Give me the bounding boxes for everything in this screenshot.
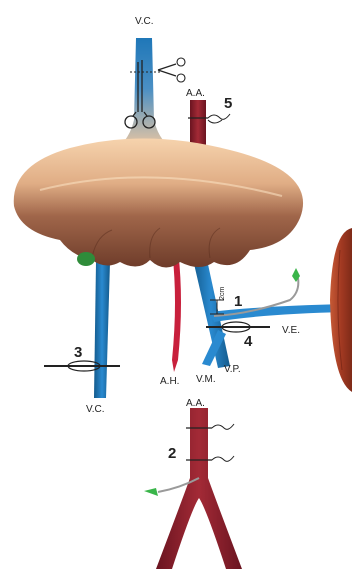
ligature-3 xyxy=(44,361,120,371)
step-2-number: 2 xyxy=(168,445,176,462)
label-vena-cava-bottom: V.C. xyxy=(86,404,105,415)
step-1-number: 1 xyxy=(234,293,242,310)
step-3-number: 3 xyxy=(74,344,82,361)
label-vena-cava-top: V.C. xyxy=(135,16,154,27)
label-hepatic-artery: A.H. xyxy=(160,376,179,387)
label-aorta-top: A.A. xyxy=(186,88,205,99)
vena-cava-superior xyxy=(110,38,178,150)
scissors-icon xyxy=(158,58,185,82)
hepatic-artery xyxy=(172,250,181,372)
gallbladder xyxy=(77,252,95,266)
spleen xyxy=(330,228,352,392)
splenic-vein xyxy=(210,304,345,322)
label-portal-vein: V.P. xyxy=(224,364,241,375)
label-aorta-bottom: A.A. xyxy=(186,398,205,409)
step-4-number: 4 xyxy=(244,333,253,350)
label-splenic-vein: V.E. xyxy=(282,325,300,336)
label-mesenteric-vein: V.M. xyxy=(196,374,216,385)
vena-cava-inferior xyxy=(94,262,110,398)
abdominal-aorta-bottom xyxy=(156,408,242,569)
label-distance: 2cm xyxy=(219,287,226,300)
liver xyxy=(14,138,303,267)
step-5-number: 5 xyxy=(224,95,232,112)
